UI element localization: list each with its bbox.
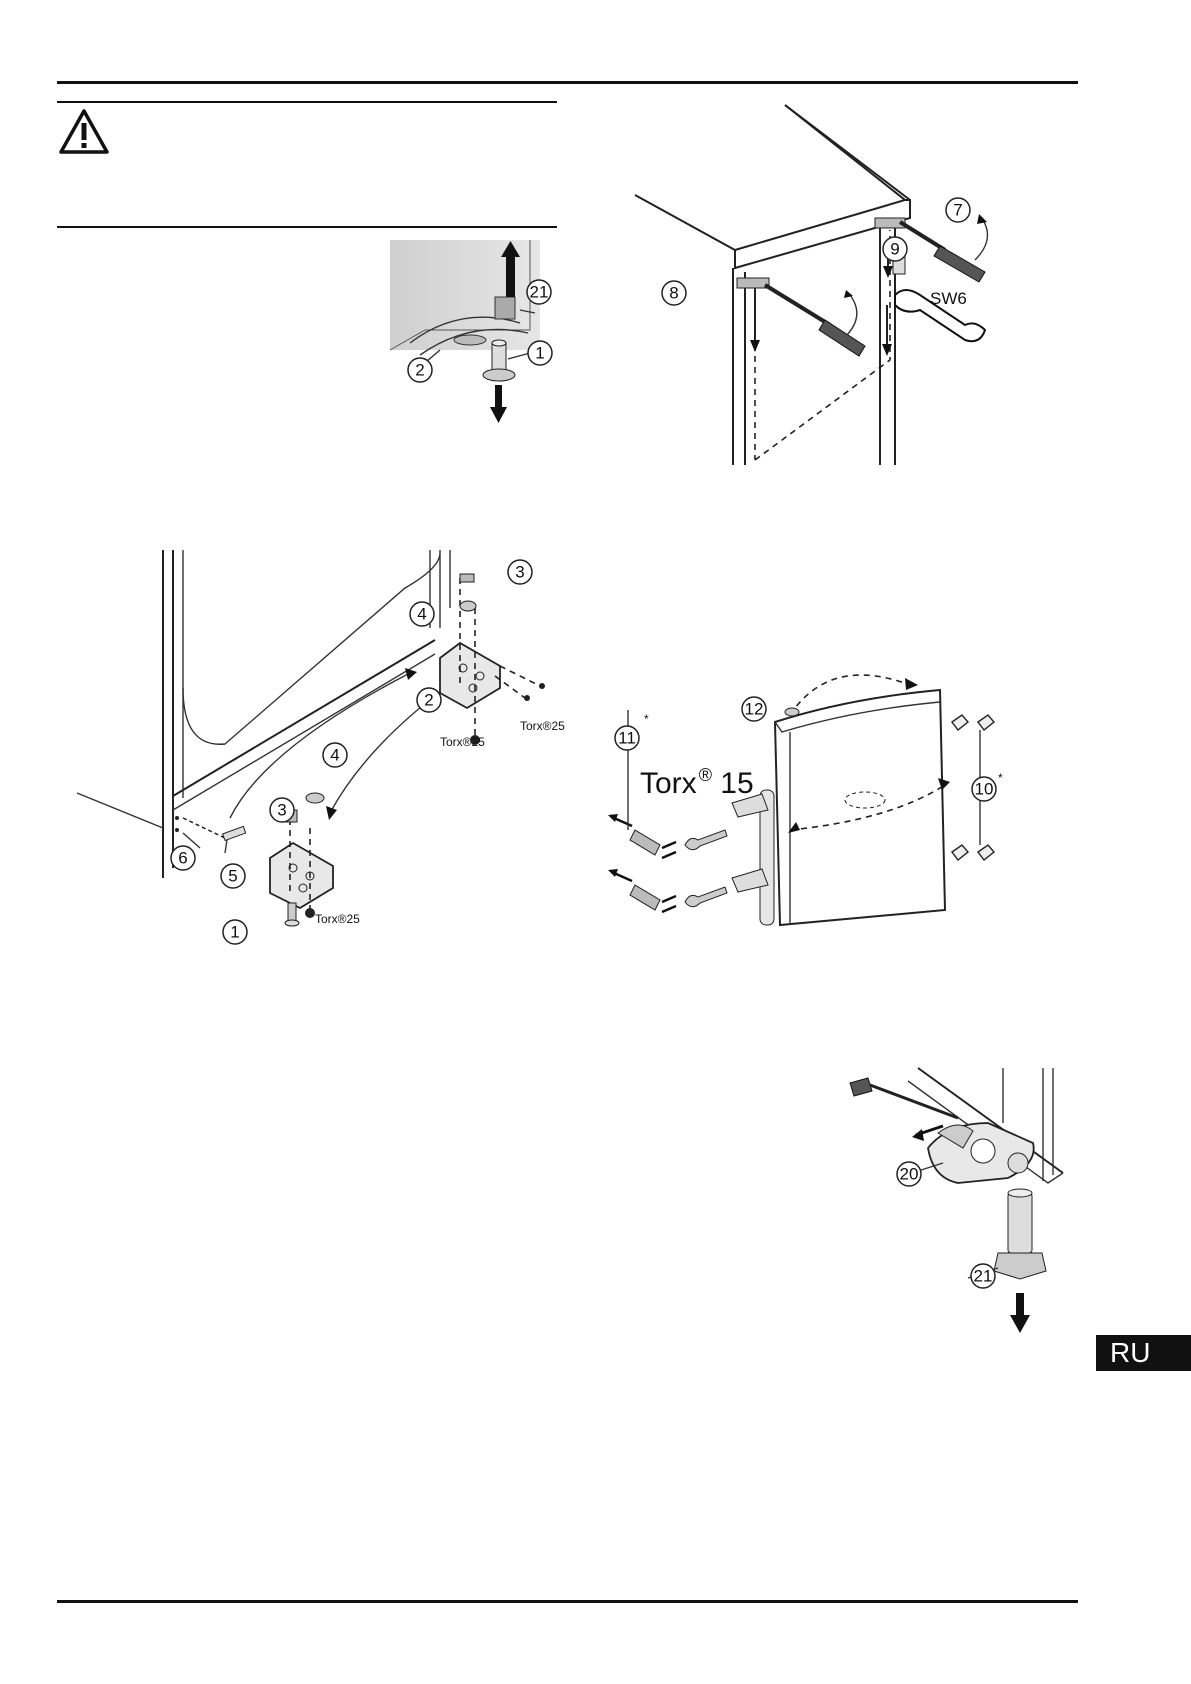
up-arrow-icon [506,255,515,297]
callout-top-9: 9 [882,236,908,262]
svg-text:7: 7 [953,201,962,220]
callout-bh-4b: 4 [322,742,348,768]
wrench-size-label: SW6 [930,289,967,308]
asterisk-10: * [998,771,1003,785]
svg-text:9: 9 [890,240,899,259]
callout-foot-2: 2 [407,357,433,383]
callout-bh-1: 1 [222,919,248,945]
figure-handle-swap [608,674,996,927]
warning-top-rule [57,101,557,103]
svg-text:8: 8 [669,284,678,303]
torx-label: Torx [640,767,697,800]
callout-top-7: 7 [945,197,971,223]
callout-handle-12: 12 [741,696,767,722]
registered-mark: ® [698,765,712,785]
callout-bh-4a: 4 [409,601,435,627]
figure-bottom-hinge [76,550,545,927]
torx-label-1: Torx®25 [520,719,565,733]
svg-text:5: 5 [228,867,237,886]
svg-text:3: 3 [277,801,286,820]
down-arrow-icon [495,385,502,410]
callout-top-8: 8 [661,280,687,306]
footer-rule [57,1600,1078,1603]
svg-text:1: 1 [535,344,544,363]
svg-text:4: 4 [330,746,339,765]
callout-foot-21: 21 [526,279,552,305]
callout-handle-10: 10 [971,776,997,802]
svg-text:6: 6 [178,849,187,868]
svg-text:21: 21 [974,1267,993,1286]
svg-text:2: 2 [415,361,424,380]
callout-bh-6: 6 [170,845,196,871]
language-badge: RU [1096,1335,1191,1371]
callout-handle-11: 11 [614,725,640,751]
callout-lh-20: 20 [896,1161,922,1187]
warning-triangle-icon [59,109,109,154]
svg-text:11: 11 [618,729,636,748]
svg-text:1: 1 [230,923,239,942]
svg-text:3: 3 [515,563,524,582]
callout-bh-2: 2 [416,687,442,713]
warning-bottom-rule [57,226,557,228]
header-rule [57,81,1078,84]
figure-foot-removal [389,240,540,423]
asterisk-11: * [644,712,649,726]
svg-text:2: 2 [424,691,433,710]
callout-bh-3a: 3 [507,559,533,585]
svg-text:10: 10 [975,780,994,799]
torx-15-label: Torx® 15 [640,758,754,801]
figure-lower-hinge [849,1067,1064,1333]
svg-text:21: 21 [530,283,549,302]
torx-size: 15 [720,767,754,800]
callout-lh-21: 21 [970,1263,996,1289]
svg-text:12: 12 [745,700,764,719]
svg-text:20: 20 [900,1165,919,1184]
callout-bh-3b: 3 [269,797,295,823]
torx-label-2: Torx®25 [440,735,485,749]
figure-top-hinge [634,104,989,465]
callout-bh-5: 5 [220,863,246,889]
callout-foot-1: 1 [527,340,553,366]
svg-text:4: 4 [417,605,426,624]
torx-label-3: Torx®25 [315,912,360,926]
